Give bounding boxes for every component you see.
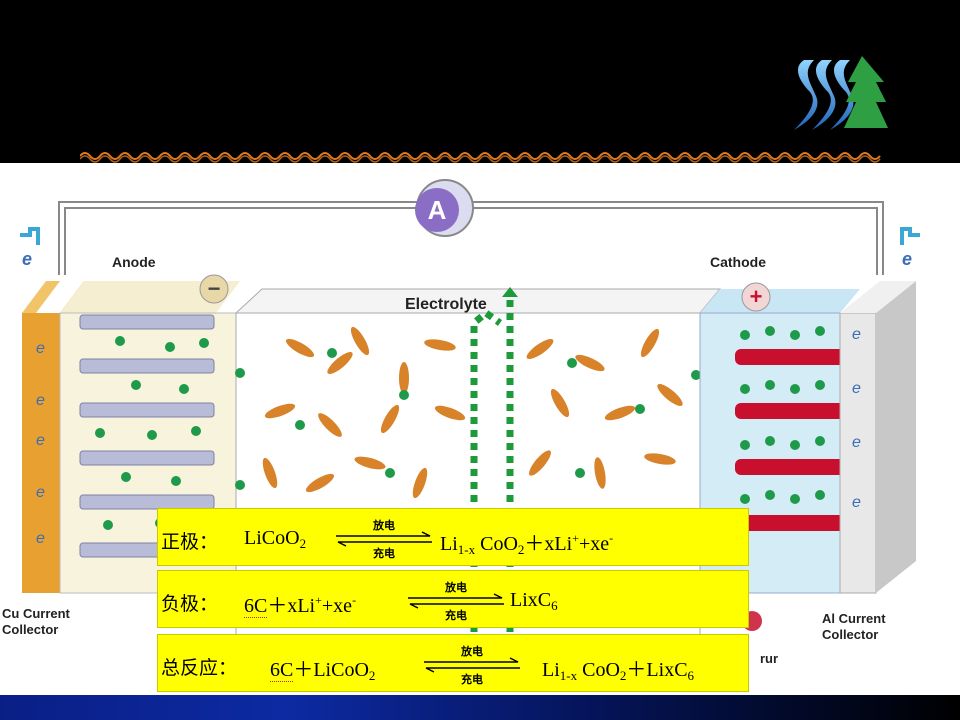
al-collector-label-2: Collector (822, 627, 878, 642)
svg-text:e: e (852, 434, 861, 451)
anode-label: Anode (112, 254, 156, 270)
anode-electrons: e e e e e (36, 340, 45, 547)
logo-icon (794, 56, 888, 130)
graphite-layers (79, 314, 215, 558)
discharge-path (470, 308, 503, 658)
total-reactants: 6C＋LiCoO2 (270, 659, 376, 683)
svg-text:e: e (22, 249, 32, 269)
svg-text:e: e (36, 340, 45, 357)
reversible-arrow-icon: 放电 充电 (422, 643, 522, 687)
svg-text:e: e (36, 392, 45, 409)
svg-text:e: e (852, 380, 861, 397)
partial-label: rur (760, 651, 778, 666)
svg-text:e: e (852, 326, 861, 343)
footer-bar (0, 695, 960, 720)
al-collector-label-1: Al Current (822, 611, 886, 626)
cu-collector-top (22, 281, 60, 313)
cathode-label: Cathode (710, 254, 766, 270)
electron-arrow-left-icon: e (20, 227, 40, 269)
positive-terminal-icon (741, 282, 771, 312)
cathode-electrons: e e e e (852, 326, 861, 511)
wavy-divider (80, 152, 881, 163)
electron-arrow-right-icon: e (900, 227, 920, 269)
al-current-collector (839, 312, 877, 594)
header-band (0, 0, 960, 163)
negative-terminal-icon (199, 274, 229, 304)
svg-text:e: e (36, 484, 45, 501)
positive-reactant: LiCoO (244, 527, 300, 549)
svg-text:e: e (36, 530, 45, 547)
svg-text:e: e (36, 432, 45, 449)
licoo2-layers (735, 349, 847, 531)
svg-text:−: − (208, 276, 221, 301)
positive-electrode-equation: 正极： LiCoO2 放电 充电 Li1-x CoO2＋xLi++xe- (157, 508, 749, 566)
svg-text:e: e (852, 494, 861, 511)
total-products: Li1-x CoO2＋LixC6 (542, 659, 695, 683)
negative-product: LixC6 (510, 589, 558, 613)
reversible-arrow-icon: 放电 充电 (334, 517, 434, 561)
svg-text:+: + (750, 284, 763, 309)
negative-label: 负极： (161, 593, 219, 615)
cu-collector-label-2: Collector (2, 622, 58, 637)
cu-current-collector (22, 313, 60, 593)
total-reaction-equation: 总反应： 6C＋LiCoO2 放电 充电 Li1-x CoO2＋LixC6 (157, 634, 749, 692)
ammeter-label: A (428, 195, 447, 225)
cu-collector-label-1: Cu Current (2, 606, 71, 621)
cathode-li-ions (740, 326, 825, 504)
negative-electrode-equation: 负极： 6C＋xLi++xe- 放电 充电 LixC6 (157, 570, 749, 628)
electrolyte-label: Electrolyte (405, 296, 487, 313)
reversible-arrow-icon: 放电 充电 (406, 579, 506, 623)
positive-products: Li1-x CoO2＋xLi++xe- (440, 531, 614, 557)
total-label: 总反应： (161, 657, 238, 679)
positive-label: 正极： (161, 531, 219, 553)
negative-reactants: 6C＋xLi++xe- (244, 593, 357, 618)
svg-text:e: e (902, 249, 912, 269)
